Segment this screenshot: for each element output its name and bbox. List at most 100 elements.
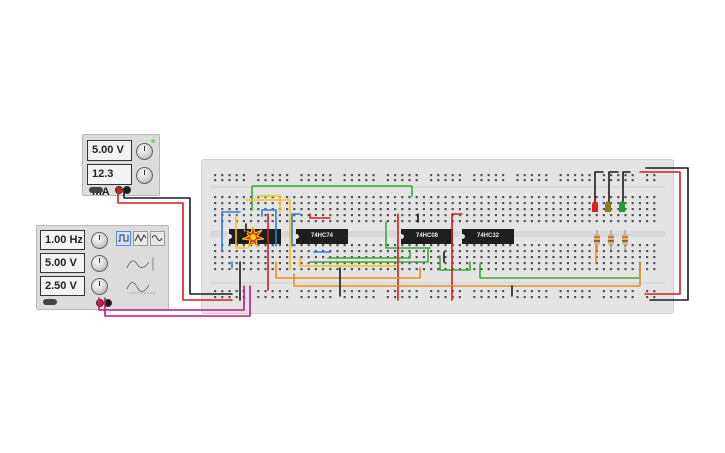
breadboard-hole[interactable] — [516, 262, 519, 265]
breadboard-hole[interactable] — [401, 174, 404, 177]
breadboard-hole[interactable] — [214, 262, 217, 265]
breadboard-hole[interactable] — [617, 296, 620, 299]
breadboard-hole[interactable] — [610, 179, 613, 182]
breadboard-hole[interactable] — [415, 262, 418, 265]
breadboard-hole[interactable] — [221, 208, 224, 211]
breadboard-hole[interactable] — [314, 214, 317, 217]
breadboard-hole[interactable] — [271, 296, 274, 299]
breadboard-hole[interactable] — [653, 262, 656, 265]
breadboard-hole[interactable] — [473, 174, 476, 177]
breadboard-hole[interactable] — [286, 256, 289, 259]
breadboard-hole[interactable] — [293, 250, 296, 253]
breadboard-hole[interactable] — [322, 208, 325, 211]
breadboard-hole[interactable] — [293, 220, 296, 223]
breadboard-hole[interactable] — [653, 202, 656, 205]
breadboard-hole[interactable] — [228, 179, 231, 182]
breadboard-hole[interactable] — [214, 296, 217, 299]
breadboard-hole[interactable] — [444, 244, 447, 247]
breadboard-hole[interactable] — [307, 174, 310, 177]
breadboard-hole[interactable] — [437, 179, 440, 182]
breadboard-hole[interactable] — [401, 196, 404, 199]
breadboard-hole[interactable] — [617, 262, 620, 265]
breadboard-hole[interactable] — [271, 214, 274, 217]
breadboard-hole[interactable] — [574, 244, 577, 247]
breadboard-hole[interactable] — [415, 250, 418, 253]
breadboard-hole[interactable] — [235, 208, 238, 211]
breadboard-hole[interactable] — [509, 214, 512, 217]
breadboard-hole[interactable] — [386, 196, 389, 199]
breadboard-hole[interactable] — [458, 256, 461, 259]
breadboard-hole[interactable] — [545, 244, 548, 247]
breadboard-hole[interactable] — [617, 290, 620, 293]
breadboard-hole[interactable] — [358, 179, 361, 182]
breadboard-hole[interactable] — [466, 250, 469, 253]
breadboard-hole[interactable] — [523, 179, 526, 182]
breadboard-hole[interactable] — [264, 202, 267, 205]
breadboard-hole[interactable] — [530, 202, 533, 205]
breadboard-hole[interactable] — [329, 244, 332, 247]
breadboard-hole[interactable] — [343, 202, 346, 205]
breadboard-hole[interactable] — [314, 256, 317, 259]
breadboard-hole[interactable] — [545, 220, 548, 223]
breadboard-hole[interactable] — [552, 220, 555, 223]
breadboard-hole[interactable] — [386, 290, 389, 293]
breadboard-hole[interactable] — [480, 290, 483, 293]
breadboard-hole[interactable] — [322, 296, 325, 299]
breadboard-hole[interactable] — [300, 256, 303, 259]
breadboard-hole[interactable] — [221, 290, 224, 293]
breadboard-hole[interactable] — [502, 268, 505, 271]
breadboard-hole[interactable] — [401, 250, 404, 253]
breadboard-hole[interactable] — [566, 174, 569, 177]
breadboard-hole[interactable] — [214, 208, 217, 211]
breadboard-hole[interactable] — [538, 296, 541, 299]
breadboard-hole[interactable] — [394, 214, 397, 217]
breadboard-hole[interactable] — [638, 256, 641, 259]
breadboard-hole[interactable] — [358, 202, 361, 205]
breadboard-hole[interactable] — [552, 256, 555, 259]
breadboard-hole[interactable] — [329, 208, 332, 211]
breadboard-hole[interactable] — [271, 262, 274, 265]
breadboard-hole[interactable] — [638, 202, 641, 205]
breadboard-hole[interactable] — [458, 174, 461, 177]
breadboard-hole[interactable] — [523, 208, 526, 211]
breadboard-hole[interactable] — [214, 202, 217, 205]
breadboard-hole[interactable] — [343, 214, 346, 217]
breadboard-hole[interactable] — [545, 202, 548, 205]
breadboard-hole[interactable] — [379, 208, 382, 211]
breadboard-hole[interactable] — [329, 174, 332, 177]
breadboard-hole[interactable] — [631, 208, 634, 211]
breadboard-hole[interactable] — [386, 214, 389, 217]
breadboard-hole[interactable] — [329, 214, 332, 217]
breadboard-hole[interactable] — [588, 196, 591, 199]
breadboard-hole[interactable] — [235, 262, 238, 265]
breadboard-hole[interactable] — [415, 179, 418, 182]
breadboard-hole[interactable] — [286, 196, 289, 199]
breadboard-hole[interactable] — [631, 296, 634, 299]
breadboard-hole[interactable] — [624, 290, 627, 293]
breadboard-hole[interactable] — [329, 256, 332, 259]
breadboard-hole[interactable] — [502, 208, 505, 211]
breadboard-hole[interactable] — [271, 250, 274, 253]
wire-red-1[interactable] — [309, 213, 331, 219]
breadboard-hole[interactable] — [257, 262, 260, 265]
triangle-wave-button[interactable] — [133, 231, 148, 246]
breadboard-hole[interactable] — [329, 296, 332, 299]
breadboard-hole[interactable] — [264, 290, 267, 293]
breadboard-hole[interactable] — [595, 268, 598, 271]
breadboard-hole[interactable] — [588, 220, 591, 223]
breadboard-hole[interactable] — [343, 208, 346, 211]
breadboard-hole[interactable] — [617, 220, 620, 223]
breadboard-hole[interactable] — [466, 220, 469, 223]
breadboard-hole[interactable] — [473, 208, 476, 211]
breadboard-hole[interactable] — [523, 250, 526, 253]
breadboard-hole[interactable] — [408, 244, 411, 247]
breadboard-hole[interactable] — [653, 290, 656, 293]
breadboard-hole[interactable] — [264, 220, 267, 223]
breadboard-hole[interactable] — [358, 244, 361, 247]
breadboard-hole[interactable] — [473, 244, 476, 247]
breadboard-hole[interactable] — [624, 174, 627, 177]
breadboard-hole[interactable] — [494, 244, 497, 247]
breadboard-hole[interactable] — [430, 244, 433, 247]
breadboard-hole[interactable] — [595, 262, 598, 265]
breadboard-hole[interactable] — [228, 244, 231, 247]
